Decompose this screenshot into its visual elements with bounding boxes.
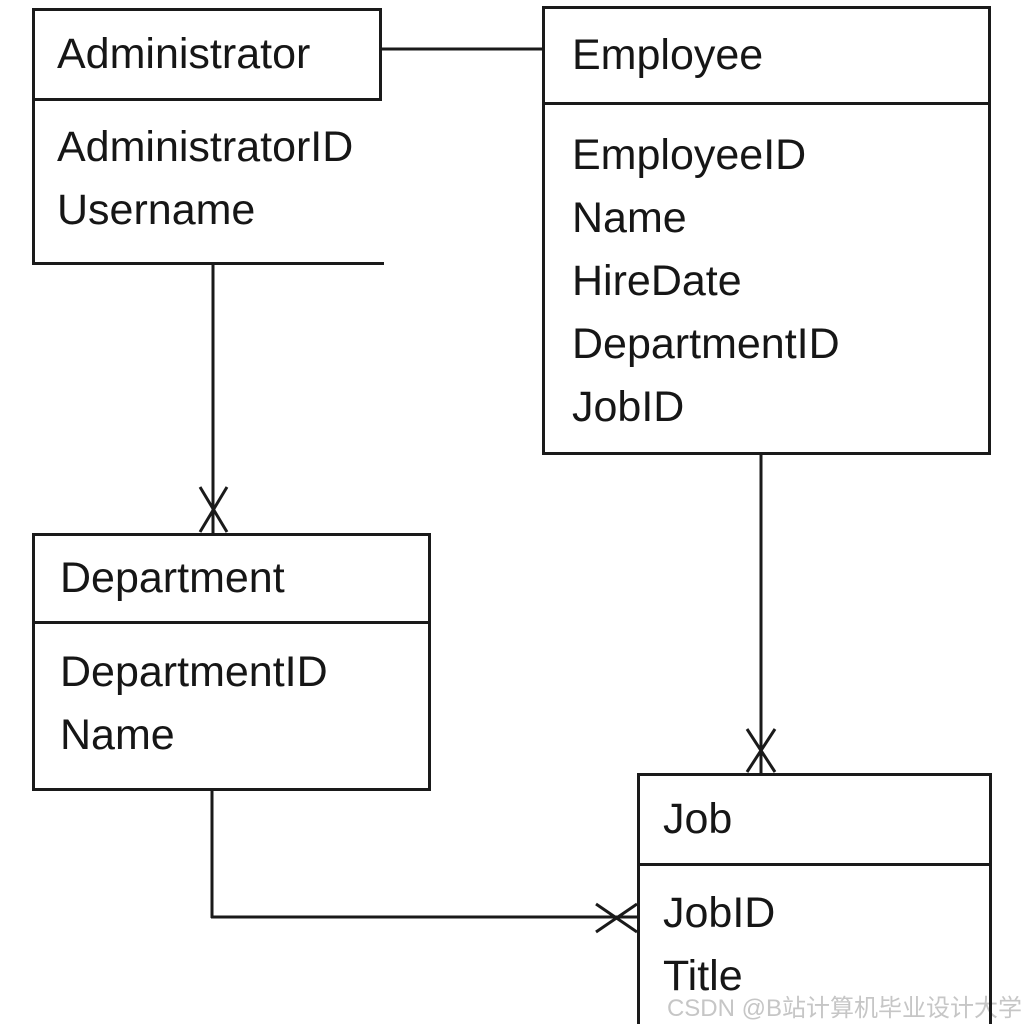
entity-employee-header: Employee xyxy=(545,9,988,105)
connector-employee-job xyxy=(745,453,777,773)
cross-marker xyxy=(198,486,229,533)
attribute-departmentid: DepartmentID xyxy=(572,320,840,368)
entity-title-job: Job xyxy=(663,795,733,843)
entity-employee-attributes: EmployeeID Name HireDate DepartmentID Jo… xyxy=(545,105,988,439)
connector-department-job xyxy=(210,789,638,934)
entity-job-attributes: JobID Title xyxy=(640,866,989,1008)
attribute-username: Username xyxy=(57,186,256,234)
attribute-hiredate: HireDate xyxy=(572,257,742,305)
attribute-name: Name xyxy=(572,194,687,242)
entity-title-administrator: Administrator xyxy=(57,30,311,78)
entity-department-attributes: DepartmentID Name xyxy=(35,624,428,767)
attribute-jobid: JobID xyxy=(663,889,776,937)
attribute-jobid: JobID xyxy=(572,383,685,431)
entity-administrator-header: Administrator xyxy=(32,8,382,101)
entity-title-department: Department xyxy=(60,554,285,602)
entity-department: Department DepartmentID Name xyxy=(32,533,431,791)
attribute-departmentid: DepartmentID xyxy=(60,648,328,696)
entity-administrator-attributes: AdministratorID Username xyxy=(32,101,384,265)
attribute-name: Name xyxy=(60,711,175,759)
attribute-administratorid: AdministratorID xyxy=(57,123,354,171)
entity-job: Job JobID Title xyxy=(637,773,992,1024)
cross-marker xyxy=(198,486,229,533)
entity-employee: Employee EmployeeID Name HireDate Depart… xyxy=(542,6,991,455)
connector-administrator-department xyxy=(198,263,229,533)
entity-title-employee: Employee xyxy=(572,31,764,79)
attribute-title: Title xyxy=(663,952,743,1000)
entity-department-header: Department xyxy=(35,536,428,624)
cross-marker xyxy=(595,902,638,934)
cross-marker xyxy=(745,728,777,773)
attribute-employeeid: EmployeeID xyxy=(572,131,807,179)
cross-marker xyxy=(745,728,777,773)
watermark: CSDN @B站计算机毕业设计大学 xyxy=(666,995,1022,1022)
cross-marker xyxy=(595,902,638,934)
entity-job-header: Job xyxy=(640,776,989,866)
